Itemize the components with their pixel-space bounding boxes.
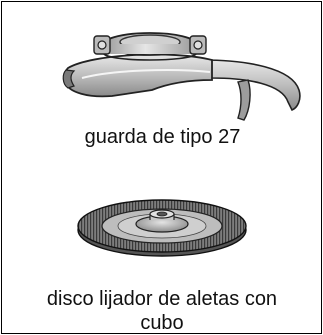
flap-disc-caption: disco lijador de aletas con cubo	[46, 288, 278, 334]
hubbed-flap-disc-icon	[77, 199, 247, 257]
guard-caption: guarda de tipo 27	[84, 126, 241, 148]
type-27-guard-icon	[62, 32, 301, 121]
